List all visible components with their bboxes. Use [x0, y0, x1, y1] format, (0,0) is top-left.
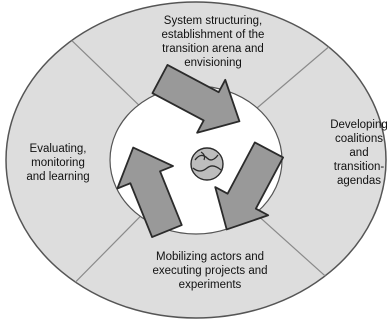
- segment-label-top: System structuring, establishment of the…: [161, 15, 265, 69]
- segment-label-left: Evaluating, monitoring and learning: [26, 143, 90, 183]
- globe-icon: [190, 147, 224, 181]
- segment-label-bottom: Mobilizing actors and executing projects…: [152, 251, 268, 291]
- segment-label-right: Developing coalitions and transition- ag…: [330, 119, 388, 187]
